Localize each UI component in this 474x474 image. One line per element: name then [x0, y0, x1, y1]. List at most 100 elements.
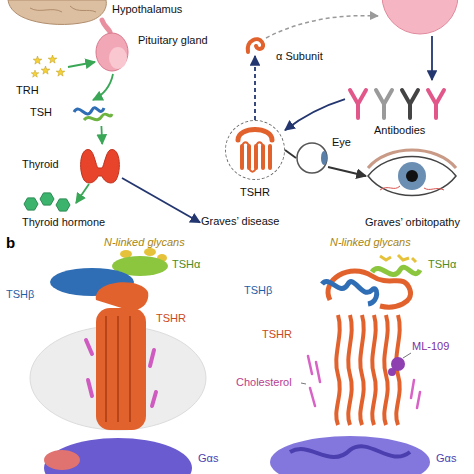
node-label: Pituitary gland — [138, 34, 208, 47]
antibody-symbols — [428, 90, 444, 118]
density-map — [44, 438, 192, 474]
lipid-label: Cholesterol — [236, 376, 292, 389]
thyroid: Thyroid — [78, 144, 122, 184]
thyroid-hormone: Thyroid hormone — [22, 193, 76, 213]
density-map — [30, 248, 206, 474]
ribbon-model — [360, 315, 363, 425]
bulging-eye-drawing — [406, 170, 418, 182]
node-label: Antibodies — [374, 124, 425, 137]
connector-arrow — [101, 126, 104, 144]
eye: Eye — [296, 140, 328, 176]
connector-arrow — [93, 74, 113, 100]
receptor-label: TSHR — [156, 312, 186, 325]
density-map — [96, 308, 146, 430]
eye-drawing — [321, 151, 327, 165]
immune-cell — [382, 0, 458, 34]
trh-stars: TRH — [30, 54, 68, 80]
protein-label: Gαs — [436, 452, 456, 465]
brain — [30, 6, 96, 12]
alpha-subunit-drawing — [248, 39, 263, 52]
ribbon-model — [322, 281, 377, 304]
immune-cell — [382, 0, 458, 80]
alpha-subunit: α Subunit — [244, 34, 266, 56]
connector-arrow — [285, 150, 296, 158]
trh-stars-drawing — [31, 70, 39, 77]
tshr-drawing — [242, 142, 263, 172]
hormone-hexagons — [56, 199, 70, 211]
hormone-hexagons — [24, 193, 70, 211]
ribbon-model — [270, 436, 430, 474]
panel-letter: b — [6, 234, 15, 251]
ligand-label: ML-109 — [412, 340, 449, 353]
secretion-arrow — [266, 16, 378, 38]
connector-arrow — [254, 56, 256, 120]
node-label: TSHR — [240, 186, 270, 199]
ribbon-model — [372, 267, 420, 274]
node-label: TSH — [30, 106, 52, 119]
ribbon-model — [290, 446, 410, 457]
brain — [8, 0, 106, 24]
antibody-symbols — [350, 90, 444, 118]
subunit-label: TSHα — [172, 258, 200, 271]
hormone-hexagons — [40, 193, 54, 205]
node-label: TRH — [16, 84, 39, 97]
tshr-drawing — [238, 130, 272, 141]
eye-drawing — [297, 143, 327, 173]
antibodies: Antibodies — [345, 84, 455, 122]
ribbon-model — [336, 315, 399, 425]
disease-label: Graves’ disease — [200, 215, 282, 230]
tshr-drawing — [238, 130, 272, 172]
ribbon-model — [336, 315, 339, 425]
pituitary-drawing — [96, 20, 128, 71]
node-label: Eye — [332, 136, 351, 149]
pituitary-drawing — [102, 20, 110, 32]
connector-arrow — [68, 62, 95, 67]
tshr-receptor: TSHR — [225, 120, 285, 180]
hypothalamus: Hypothalamus — [20, 0, 108, 24]
ribbon-model — [372, 315, 375, 425]
bulging-eye-drawing — [380, 186, 444, 190]
trh-stars-drawing — [41, 66, 50, 74]
brain — [8, 0, 106, 24]
connector-arrow — [285, 99, 345, 130]
antibody-symbols — [350, 90, 366, 118]
node-label: Thyroid hormone — [22, 216, 105, 229]
tsh-molecule: TSH — [72, 100, 114, 126]
density-map — [86, 340, 156, 406]
tsh-drawing — [74, 108, 104, 114]
density-map — [106, 316, 130, 422]
node-label: Graves’ orbitopathy — [365, 216, 460, 229]
connector-arrow — [122, 178, 200, 223]
tsh-drawing — [84, 114, 112, 120]
pituitary-gland: Pituitary gland — [95, 26, 131, 74]
thyroid-drawing — [81, 150, 120, 183]
tshr-drawing — [242, 146, 270, 168]
density-map — [144, 248, 156, 256]
protein-label: Gαs — [198, 452, 218, 465]
trh-stars-drawing — [33, 56, 42, 64]
eye-drawing — [297, 143, 327, 173]
bulging-eye-drawing — [368, 150, 456, 196]
hormone-hexagons — [24, 198, 38, 210]
ribbon-model — [380, 255, 416, 262]
glycan-label: N-linked glycans — [104, 236, 185, 249]
trh-stars-drawing — [56, 68, 65, 76]
ribbon-model — [384, 315, 387, 425]
thyroid-drawing — [81, 150, 120, 183]
receptor-label: TSHR — [262, 328, 292, 341]
bulging-eye-drawing — [368, 157, 456, 196]
alpha-subunit-drawing — [248, 39, 263, 52]
node-label: Hypothalamus — [112, 3, 182, 16]
antibody-symbols — [376, 90, 392, 118]
antibody-symbols — [402, 90, 418, 118]
tsh-drawing — [74, 108, 112, 120]
trh-stars-drawing — [31, 55, 65, 77]
ribbon-model — [301, 353, 411, 384]
node-label: Graves’ disease — [201, 215, 279, 228]
trh-stars-drawing — [48, 55, 57, 63]
node-label: α Subunit — [276, 50, 323, 63]
immune-cell — [431, 36, 433, 80]
connector-arrow — [76, 184, 89, 203]
glycan-label: N-linked glycans — [330, 236, 411, 249]
